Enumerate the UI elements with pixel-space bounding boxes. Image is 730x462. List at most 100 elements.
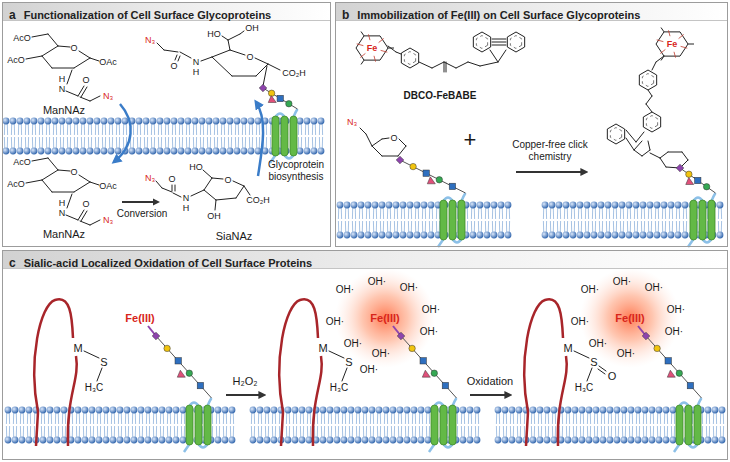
lipid-head bbox=[341, 437, 348, 444]
lipid-head bbox=[682, 202, 689, 209]
radical-label: OH· bbox=[589, 338, 607, 350]
coordination-bond bbox=[379, 38, 384, 42]
atom-label: H bbox=[59, 74, 66, 84]
bond-line bbox=[215, 200, 216, 210]
glycan-link bbox=[156, 336, 212, 398]
lipid-head bbox=[150, 148, 157, 155]
lipid-head bbox=[418, 407, 425, 414]
lipid-head bbox=[393, 232, 400, 239]
plus-sign: + bbox=[464, 127, 477, 152]
lipid-head bbox=[586, 407, 593, 414]
glycan-square bbox=[423, 170, 429, 176]
lipid-head bbox=[530, 437, 537, 444]
h2o2-arrow bbox=[226, 394, 264, 396]
protein-helix bbox=[204, 405, 211, 445]
lipid-head bbox=[675, 232, 682, 239]
glycan-chain bbox=[676, 164, 715, 193]
bond-line bbox=[74, 182, 90, 192]
lipid-head bbox=[227, 118, 234, 125]
atom-label: O bbox=[246, 52, 253, 62]
bond-line bbox=[432, 62, 444, 68]
mannaz-structure bbox=[26, 34, 100, 101]
lipid-head bbox=[59, 118, 66, 125]
lipid-head bbox=[626, 202, 633, 209]
lipid-head bbox=[705, 407, 712, 414]
bond-line bbox=[682, 152, 688, 160]
lipid-head bbox=[484, 202, 491, 209]
aromatic-inner bbox=[404, 52, 415, 65]
bond-line bbox=[456, 62, 468, 68]
protein-chain bbox=[688, 193, 716, 247]
lipid-head bbox=[570, 202, 577, 209]
bond-line bbox=[52, 68, 74, 69]
lipid-head bbox=[157, 118, 164, 125]
lipid-head bbox=[180, 407, 187, 414]
lipid-head bbox=[675, 202, 682, 209]
protein-helix bbox=[431, 405, 438, 445]
lipid-head bbox=[285, 407, 292, 414]
reagent-label: H₂O₂ bbox=[232, 375, 257, 388]
aromatic-inner bbox=[510, 36, 521, 49]
bond-line bbox=[81, 211, 87, 221]
bond-line bbox=[230, 50, 245, 55]
lipid-head bbox=[75, 407, 82, 414]
bond-line bbox=[661, 28, 664, 32]
bond-line bbox=[498, 50, 506, 62]
lipid-head bbox=[516, 437, 523, 444]
lipid-head bbox=[215, 437, 222, 444]
atom-label: N bbox=[183, 193, 190, 203]
bond-line bbox=[78, 210, 84, 220]
lipid-head bbox=[572, 437, 579, 444]
lipid-head bbox=[621, 407, 628, 414]
lipid-head bbox=[24, 148, 31, 155]
methionine-bonds bbox=[329, 351, 347, 381]
aromatic-ring bbox=[473, 32, 490, 52]
panel-header: bImmobilization of Fe(III) on Cell Surfa… bbox=[336, 3, 727, 21]
lipid-head bbox=[474, 407, 481, 414]
lipid-head bbox=[292, 437, 299, 444]
radical-label: OH· bbox=[422, 304, 440, 316]
lipid-head bbox=[152, 407, 159, 414]
bond-line bbox=[175, 185, 176, 191]
lipid-head bbox=[365, 202, 372, 209]
glycan-square bbox=[197, 382, 203, 388]
lipid-head bbox=[633, 202, 640, 209]
lipid-head bbox=[257, 407, 264, 414]
molecule-name: ManNAz bbox=[43, 104, 85, 117]
lipid-head bbox=[565, 407, 572, 414]
lipid-head bbox=[633, 232, 640, 239]
bond-line bbox=[172, 185, 173, 191]
radical-glow bbox=[335, 268, 435, 368]
lipid-head bbox=[605, 232, 612, 239]
transmembrane-protein bbox=[438, 193, 466, 247]
lipid-head bbox=[61, 407, 68, 414]
lipid-head bbox=[192, 118, 199, 125]
lipid-head bbox=[640, 202, 647, 209]
protein-chain bbox=[429, 398, 457, 452]
glycan-circle bbox=[676, 370, 682, 376]
lipid-head bbox=[192, 148, 199, 155]
glycan-chain bbox=[259, 84, 297, 109]
aromatic-inner bbox=[642, 74, 653, 87]
atom-label: H₃C bbox=[330, 382, 349, 394]
bond-line bbox=[468, 62, 480, 66]
lipid-head bbox=[31, 148, 38, 155]
bond-line bbox=[81, 87, 87, 97]
glycan-chain bbox=[396, 156, 465, 193]
bond-line bbox=[212, 50, 230, 57]
glycan-circle bbox=[409, 345, 415, 351]
panel-letter: c bbox=[9, 256, 16, 270]
coordination-bond bbox=[360, 53, 365, 57]
lipid-head bbox=[145, 437, 152, 444]
atom-label: O bbox=[70, 167, 77, 177]
lipid-head bbox=[215, 407, 222, 414]
bond-line bbox=[598, 369, 605, 374]
molecule-name: DBCO-FeBABE bbox=[404, 90, 477, 102]
lipid-head bbox=[717, 202, 724, 209]
atom-label: O bbox=[224, 175, 231, 185]
lipid-head bbox=[670, 437, 677, 444]
coordination-bond bbox=[657, 40, 664, 42]
lipid-head bbox=[73, 118, 80, 125]
lipid-head bbox=[556, 232, 563, 239]
